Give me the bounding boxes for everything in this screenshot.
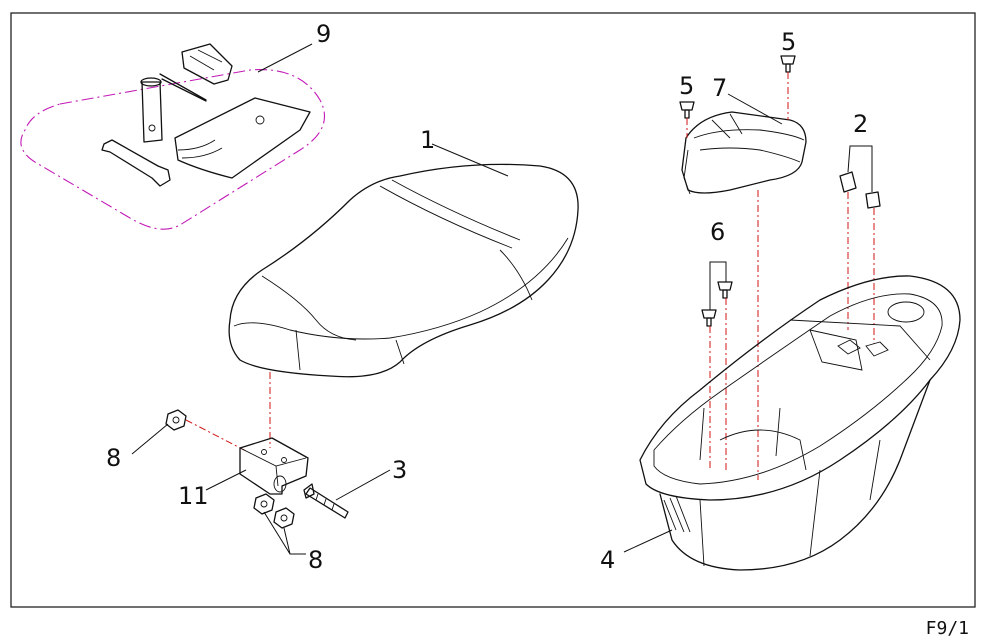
drawing-frame (10, 12, 976, 608)
bolts-upper: 2 (839, 110, 881, 344)
luggage-box-leader (623, 529, 673, 553)
wrench (101, 139, 171, 187)
bolts-upper-leader (847, 145, 873, 192)
luggage-box: 4 (600, 275, 961, 574)
label-seat: 1 (420, 126, 435, 154)
label-screw-left: 5 (679, 72, 694, 100)
label-nut-left: 8 (106, 444, 121, 472)
tool-pouch (174, 97, 311, 179)
label-screws-front: 6 (710, 218, 725, 246)
hinge-bolt-leader (335, 469, 391, 501)
label-luggage-box: 4 (600, 546, 615, 574)
tool-kit-leader (257, 43, 313, 73)
tool-kit-group: 9 (20, 20, 331, 230)
box-lid-group: 7 5 5 (679, 28, 807, 195)
screwdriver (159, 43, 233, 102)
screw-right (780, 55, 796, 73)
nuts-bottom-leader (263, 511, 306, 555)
box-spanner (140, 77, 163, 143)
label-hinge-bolt: 3 (392, 456, 407, 484)
label-hinge-bracket: 11 (178, 482, 209, 510)
nut-left-leader (131, 423, 169, 455)
seat: 1 (228, 126, 579, 378)
seat-leader (431, 143, 509, 177)
hinge-bolt (303, 483, 349, 519)
box-lid-leader (727, 93, 783, 125)
box-lid (681, 111, 807, 194)
nut-left (165, 409, 187, 431)
label-tool-kit: 9 (316, 20, 331, 48)
hinge-assembly: 8 11 3 8 (106, 409, 407, 574)
tool-kit-boundary (20, 69, 325, 230)
label-nuts-bottom: 8 (308, 546, 323, 574)
label-bolts-upper: 2 (853, 110, 868, 138)
sheet-code: F9/1 (925, 618, 969, 639)
nuts-bottom (253, 493, 295, 529)
screws-front: 6 (701, 218, 733, 470)
label-screw-right: 5 (781, 28, 796, 56)
hinge-bracket-leader (205, 469, 247, 491)
screws-front-leader (709, 261, 727, 310)
label-box-lid: 7 (712, 74, 727, 102)
screw-left (679, 101, 695, 119)
hinge-bracket (239, 437, 309, 495)
